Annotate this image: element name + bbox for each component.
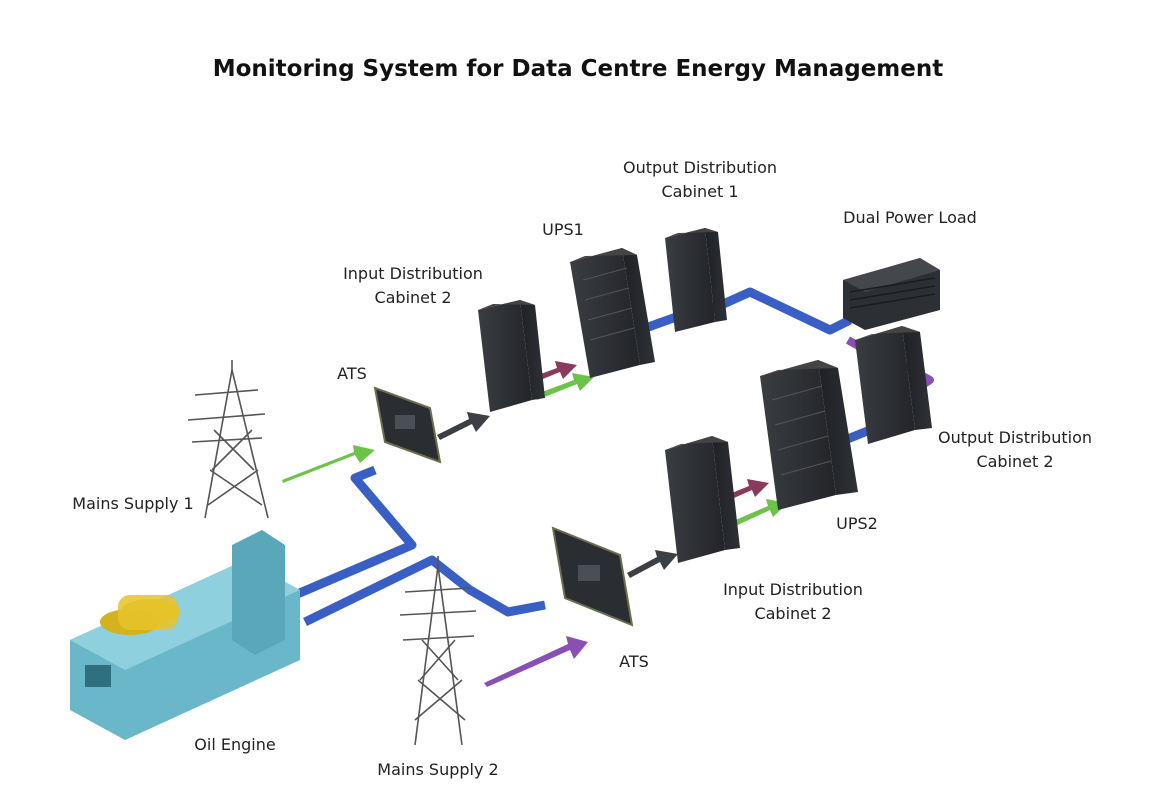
line-engine-to-ats-top — [293, 465, 417, 600]
label-input-distribution-cabinet-bottom: Input Distribution Cabinet 2 — [698, 578, 888, 626]
label-line: Cabinet 2 — [374, 288, 452, 307]
mains-supply-2-tower — [399, 556, 477, 746]
label-line: Output Distribution — [622, 158, 777, 177]
label-line: Output Distribution — [937, 428, 1092, 447]
mains-supply-1-tower — [187, 360, 269, 519]
arrow-ats-to-input-cabinet-top — [437, 412, 490, 440]
label-input-distribution-cabinet-top: Input Distribution Cabinet 2 — [318, 262, 508, 310]
label-line: Cabinet 2 — [754, 604, 832, 623]
output-cabinet-1-unit — [665, 228, 727, 332]
ats-bottom-unit — [551, 526, 634, 627]
input-cabinet-top-unit — [478, 300, 545, 412]
label-ats-top: ATS — [337, 364, 367, 383]
diagram-title: Monitoring System for Data Centre Energy… — [212, 56, 944, 82]
output-cabinet-2-unit — [855, 326, 932, 444]
label-output-distribution-cabinet-2: Output Distribution Cabinet 2 — [915, 426, 1115, 474]
label-oil-engine: Oil Engine — [194, 735, 276, 754]
label-line: Input Distribution — [723, 580, 863, 599]
oil-engine-unit — [70, 530, 300, 740]
ups1-unit — [570, 248, 655, 378]
label-mains-supply-1: Mains Supply 1 — [72, 494, 194, 513]
line-output-cabinet-1-to-load — [708, 287, 853, 335]
label-output-distribution-cabinet-1: Output Distribution Cabinet 1 — [600, 156, 800, 204]
arrow-ats-to-input-cabinet-bottom — [627, 550, 678, 578]
label-ups2: UPS2 — [836, 514, 878, 533]
ups2-unit — [760, 360, 858, 510]
label-line: Cabinet 1 — [661, 182, 739, 201]
arrow-mains1-to-ats — [282, 445, 375, 483]
label-mains-supply-2: Mains Supply 2 — [377, 760, 499, 779]
label-line: Input Distribution — [343, 264, 483, 283]
label-ups1: UPS1 — [542, 220, 584, 239]
arrow-mains2-to-ats — [484, 636, 588, 687]
ats-top-unit — [373, 386, 442, 464]
label-ats-bottom: ATS — [619, 652, 649, 671]
input-cabinet-bottom-unit — [665, 436, 740, 563]
label-line: Cabinet 2 — [976, 452, 1054, 471]
dual-power-load-unit — [843, 258, 940, 330]
label-dual-power-load: Dual Power Load — [843, 208, 977, 227]
line-engine-to-ats-bottom — [303, 555, 546, 627]
